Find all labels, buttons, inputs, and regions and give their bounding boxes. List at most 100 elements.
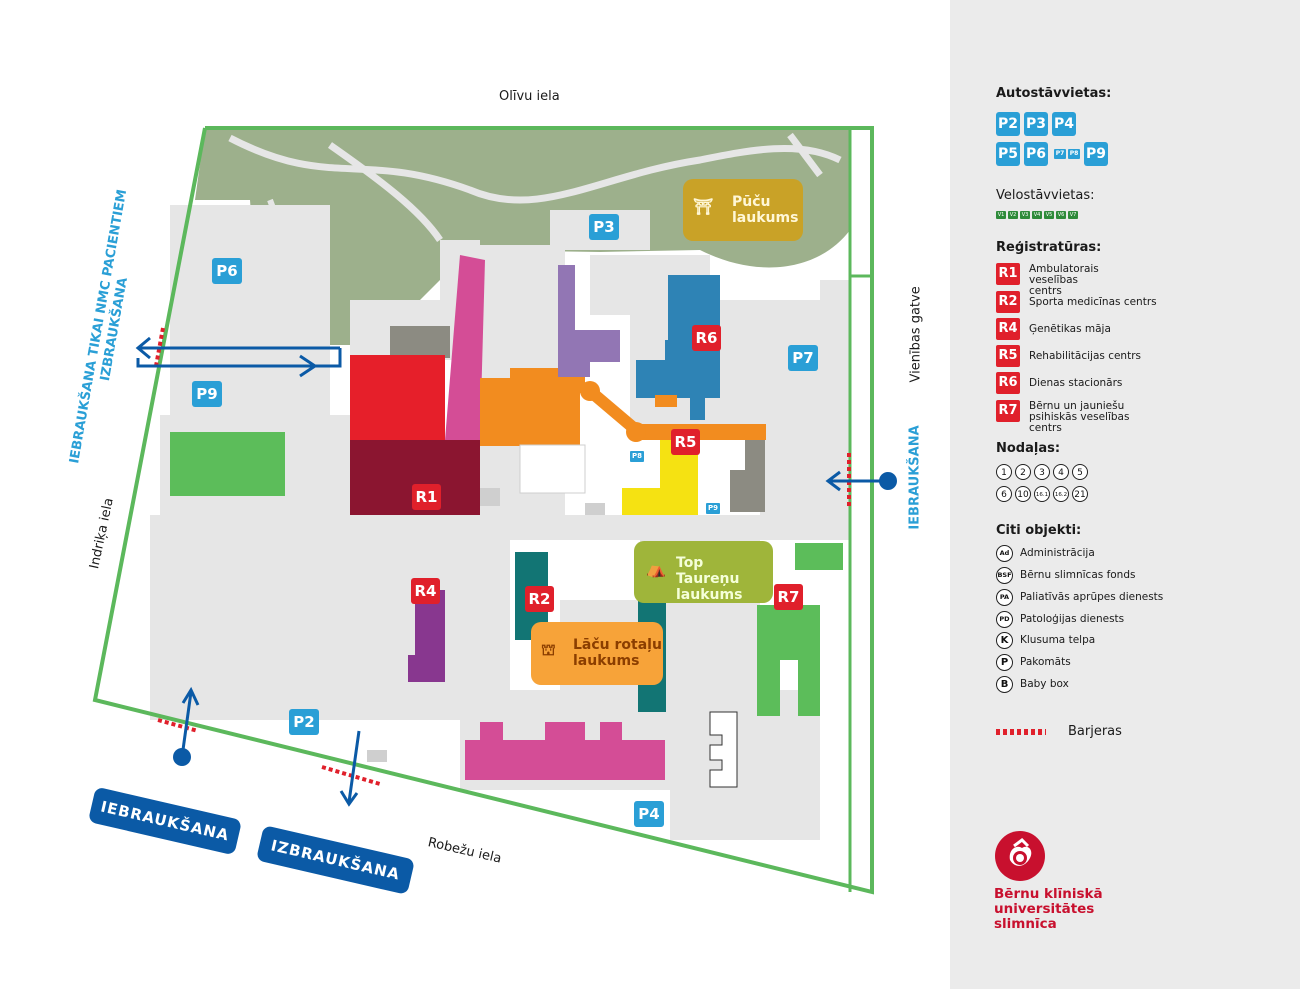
barriers (154, 327, 851, 786)
building-orange-small (655, 395, 677, 407)
building-orange-node (626, 422, 646, 442)
legend-reg-r7: R7 (996, 400, 1020, 422)
legend-parking-p4: P4 (1052, 112, 1076, 136)
building-purple (558, 265, 620, 377)
legend-reg-r6-label: Dienas stacionārs (1029, 377, 1123, 389)
east-entrance-label: IEBRAUKŠANA (907, 425, 923, 530)
legend-dept-2: 2 (1015, 464, 1031, 480)
legend-reg-title: Reģistratūras: (996, 240, 1102, 255)
legend-reg-r5-label: Rehabilitācijas centrs (1029, 350, 1141, 362)
legend-other-b-label: Baby box (1020, 678, 1069, 690)
building-pink-south (465, 722, 665, 780)
map-reg-r4[interactable]: R4 (411, 578, 440, 604)
map-parking-p8[interactable]: P9 (706, 503, 720, 514)
legend-parking-p3: P3 (1024, 112, 1048, 136)
park-path (262, 198, 285, 346)
legend-other-ad-label: Administrācija (1020, 547, 1095, 559)
legend-reg-r2-label: Sporta medicīnas centrs (1029, 296, 1157, 308)
playground-taurenu-label: Top Taureņu laukums (676, 555, 743, 603)
green-building (795, 543, 843, 570)
legend-dept-5: 5 (1072, 464, 1088, 480)
legend-barrier-icon (996, 729, 1046, 735)
building-gray (390, 326, 450, 358)
legend-reg-r5: R5 (996, 345, 1020, 367)
legend-bike-v7: V7 (1068, 211, 1078, 219)
hospital-logo-text: Bērnu klīniskā universitātes slimnīca (994, 887, 1103, 932)
playground-pucu[interactable]: ⛩ Pūču laukums (683, 179, 803, 241)
legend-other-bsf: BSF (996, 567, 1013, 584)
map-parking-p2[interactable]: P2 (289, 709, 319, 735)
legend-dept-10: 10 (1015, 486, 1031, 502)
playground-icon: ⛺ (646, 559, 666, 578)
legend-reg-r7-label: Bērnu un jauniešu psihiskās veselības ce… (1029, 400, 1130, 434)
park-path (228, 134, 842, 204)
legend-reg-r1-label: Ambulatorais veselības centrs (1029, 263, 1099, 297)
legend-dept-21: 21 (1072, 486, 1088, 502)
building-gray-east (730, 440, 765, 512)
playground-pucu-label: Pūču laukums (732, 194, 799, 226)
map-reg-r7[interactable]: R7 (774, 584, 803, 610)
building-white (519, 444, 586, 494)
legend-parking-p6: P6 (1024, 142, 1048, 166)
legend-other-k: K (996, 632, 1013, 649)
legend-reg-r4: R4 (996, 318, 1020, 340)
building-r5-yellow (622, 440, 698, 515)
playground-taurenu[interactable]: ⛺ Top Taureņu laukums (634, 541, 773, 603)
building-r1-red (350, 355, 445, 440)
map-reg-r2[interactable]: R2 (525, 586, 554, 612)
legend-parking-title: Autostāvvietas: (996, 86, 1112, 101)
legend-bike-v4: V4 (1032, 211, 1042, 219)
map-svg (92, 126, 897, 895)
building-orange-bar (636, 424, 766, 440)
legend-reg-r6: R6 (996, 372, 1020, 394)
building-r6-blue (636, 275, 720, 420)
playground-icon: ⛩ (693, 197, 714, 216)
legend-dept-6: 6 (996, 486, 1012, 502)
legend-other-title: Citi objekti: (996, 523, 1082, 538)
legend-other-pd-label: Patoloģijas dienests (1020, 613, 1125, 625)
legend-other-bsf-label: Bērnu slimnīcas fonds (1020, 569, 1136, 581)
map-reg-r6[interactable]: R6 (692, 325, 721, 351)
hospital-logo-icon (995, 831, 1045, 881)
logo-line-3: slimnīca (994, 916, 1057, 932)
legend-reg-r4-label: Ģenētikas māja (1029, 323, 1111, 335)
legend-bike-v6: V6 (1056, 211, 1066, 219)
entry-dot (879, 472, 897, 490)
map-reg-r1[interactable]: R1 (412, 484, 441, 510)
legend-bike-title: Velostāvvietas: (996, 188, 1095, 203)
building-small (480, 488, 500, 506)
legend-parking-p5: P5 (996, 142, 1020, 166)
green-field (170, 432, 285, 496)
building-r4-purple (408, 590, 445, 682)
building-orange-link (586, 386, 640, 435)
park-path (327, 142, 443, 242)
map-parking-p6[interactable]: P7 (788, 345, 818, 371)
legend-other-pd: PD (996, 611, 1013, 628)
legend-dept-16-1: 16.1 (1034, 486, 1050, 502)
building-pink (445, 255, 485, 440)
building-r7-green (757, 605, 820, 716)
legend-other-b: B (996, 676, 1013, 693)
legend-parking-p2: P2 (996, 112, 1020, 136)
map-parking-p5[interactable]: P6 (212, 258, 242, 284)
map-parking-p7[interactable]: P8 (630, 451, 644, 462)
park-path (787, 132, 823, 178)
campus-map: Olīvu iela Vienības gatve Indriķa iela R… (67, 89, 924, 895)
legend-other-k-label: Klusuma telpa (1020, 634, 1096, 646)
legend-dept-1: 1 (996, 464, 1012, 480)
legend-dept-16-2: 16.2 (1053, 486, 1069, 502)
legend-dept-3: 3 (1034, 464, 1050, 480)
map-parking-p9[interactable]: P9 (192, 381, 222, 407)
playground-lacu[interactable]: ⛫ Lāču rotaļu laukums (531, 622, 663, 685)
map-parking-p3[interactable]: P3 (589, 214, 619, 240)
legend-panel: Autostāvvietas: P2 P3 P4 P5 P6 P7 P8 P9 … (950, 0, 1300, 989)
logo-line-2: universitātes (994, 901, 1095, 917)
legend-other-pa-label: Paliatīvās aprūpes dienests (1020, 591, 1164, 603)
building-small (585, 503, 605, 515)
map-reg-r5[interactable]: R5 (671, 429, 700, 455)
legend-bike-v5: V5 (1044, 211, 1054, 219)
map-parking-p4[interactable]: P4 (634, 801, 664, 827)
legend-dept-4: 4 (1053, 464, 1069, 480)
building-outline (709, 711, 738, 788)
legend-other-pa: PA (996, 589, 1013, 606)
